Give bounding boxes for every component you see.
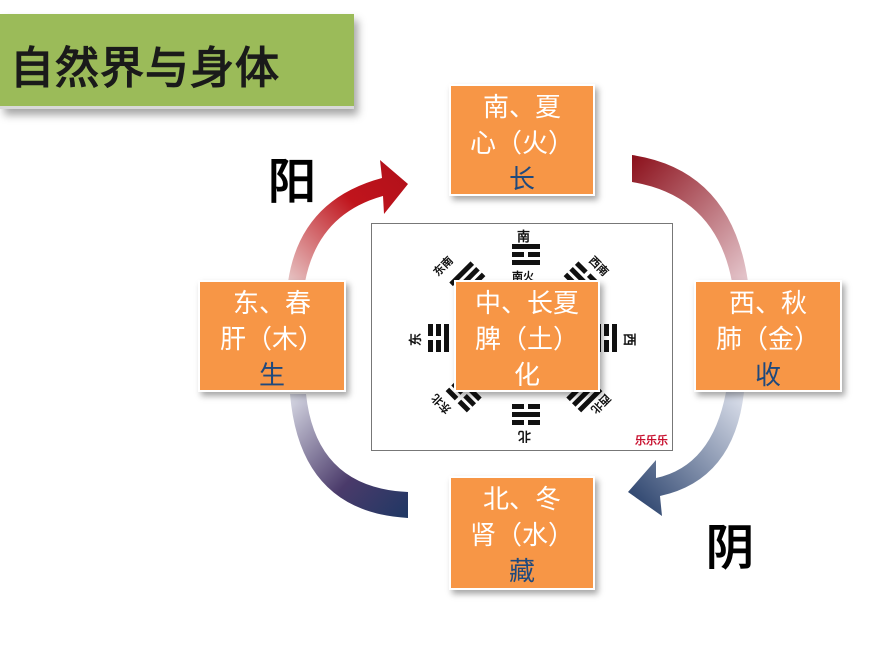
trigram-north xyxy=(512,404,540,425)
arrow-south-to-west xyxy=(632,155,748,282)
arrow-east-to-south xyxy=(288,160,408,282)
bagua-label-south: 南 xyxy=(517,230,531,245)
box-east-line1: 东、春 xyxy=(232,289,311,319)
box-north-line1: 北、冬 xyxy=(482,485,561,515)
bagua-logo: 乐乐乐 xyxy=(635,434,668,447)
box-south-line1: 南、夏 xyxy=(482,93,561,123)
box-north: 北、冬 肾（水） 藏 xyxy=(449,476,595,590)
bagua-label-south-sub: 南火 xyxy=(512,270,534,283)
box-east-action: 生 xyxy=(258,361,285,391)
box-south: 南、夏 心（火） 长 xyxy=(449,84,595,196)
box-west-action: 收 xyxy=(754,361,781,391)
box-center-action: 化 xyxy=(513,361,540,391)
arrow-north-to-east xyxy=(290,394,408,518)
bagua-label-west: 西 xyxy=(621,332,637,347)
box-center-line2: 脾（土） xyxy=(474,325,579,355)
title-banner: 自然界与身体 xyxy=(0,14,354,109)
box-east: 东、春 肝（木） 生 xyxy=(198,280,346,392)
box-north-action: 藏 xyxy=(508,557,535,587)
arrow-west-to-north xyxy=(628,392,744,516)
box-south-line2: 心（火） xyxy=(469,129,574,159)
yang-label: 阳 xyxy=(268,154,317,210)
box-center: 中、长夏 脾（土） 化 xyxy=(454,280,600,392)
box-center-line1: 中、长夏 xyxy=(474,289,579,319)
box-south-action: 长 xyxy=(508,165,535,195)
box-north-line2: 肾（水） xyxy=(469,521,574,551)
box-west: 西、秋 肺（金） 收 xyxy=(694,280,842,392)
trigram-south xyxy=(512,244,540,265)
box-west-line2: 肺（金） xyxy=(715,325,820,355)
bagua-label-north: 北 xyxy=(518,428,532,443)
box-west-line1: 西、秋 xyxy=(728,289,807,319)
box-east-line2: 肝（木） xyxy=(219,325,324,355)
yin-label: 阴 xyxy=(706,520,755,576)
bagua-label-east: 东 xyxy=(409,332,425,347)
page-title: 自然界与身体 xyxy=(10,43,280,94)
trigram-east xyxy=(428,324,449,352)
